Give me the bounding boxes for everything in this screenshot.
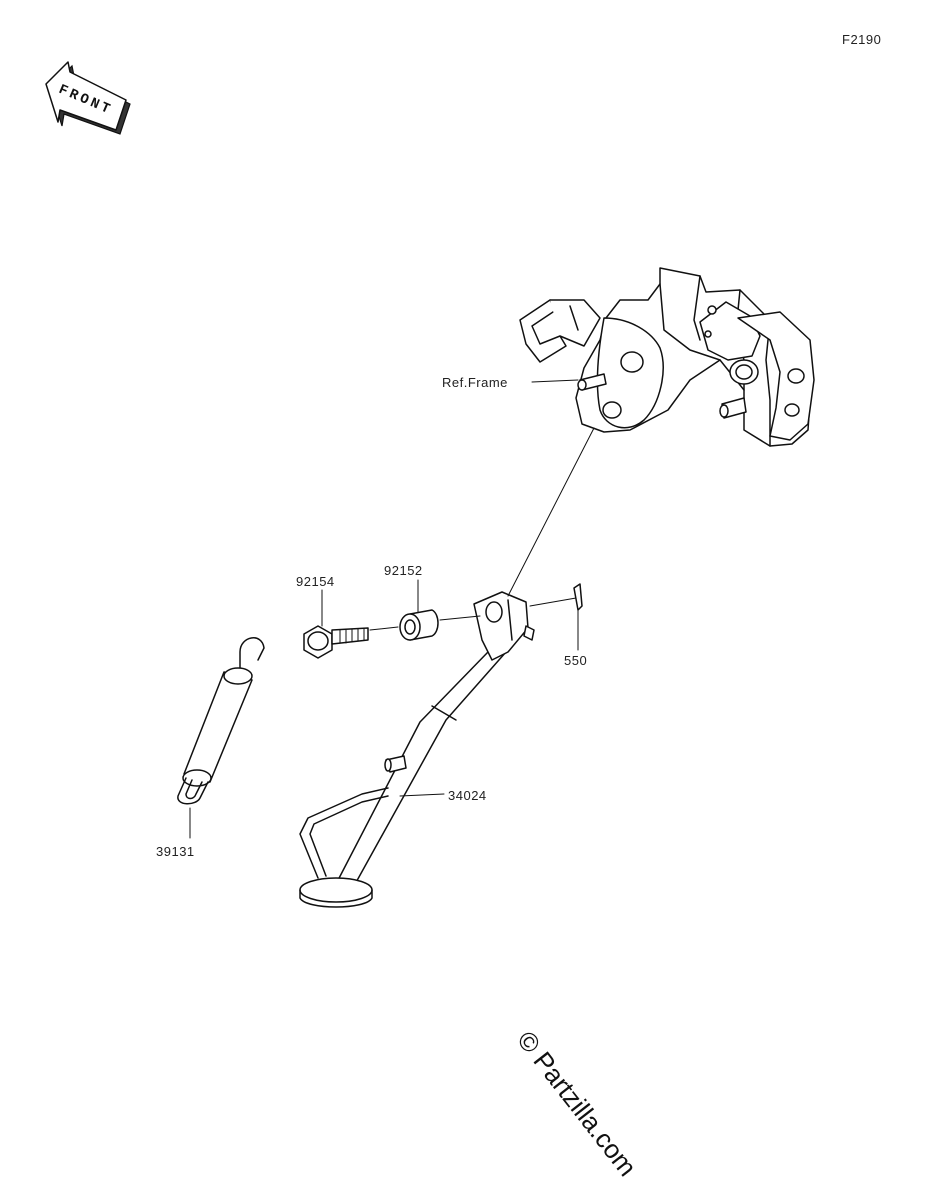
callout-92154: 92154 (296, 574, 335, 589)
callout-92152: 92152 (384, 563, 423, 578)
callout-550: 550 (564, 653, 587, 668)
front-arrow-icon: FRONT (45, 61, 131, 135)
collar (399, 609, 439, 641)
watermark: © Partzilla.com (511, 1025, 643, 1182)
leader-lines (189, 379, 595, 839)
callout-39131: 39131 (156, 844, 195, 859)
cotter-pin (573, 583, 583, 611)
side-stand (299, 591, 535, 908)
spring (177, 637, 265, 805)
callout-ref-frame: Ref.Frame (442, 375, 508, 390)
bolt (303, 625, 369, 659)
callout-34024: 34024 (448, 788, 487, 803)
diagram-code: F2190 (842, 32, 881, 47)
frame-bracket (519, 267, 815, 447)
